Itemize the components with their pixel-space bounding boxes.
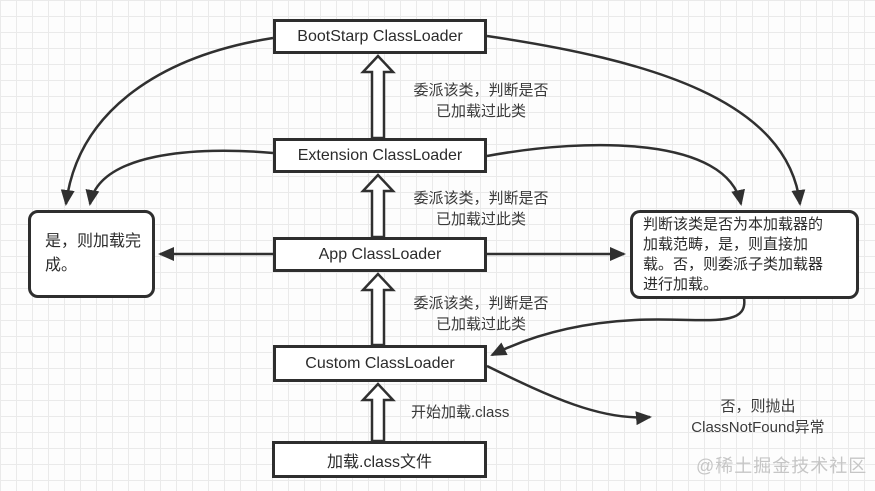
block-arrow-loadfile-to-custom bbox=[360, 382, 396, 443]
arrow-bootstrap-to-judge bbox=[486, 34, 806, 206]
node-extension-classloader: Extension ClassLoader bbox=[273, 138, 487, 173]
arrow-custom-to-notfound bbox=[486, 364, 652, 426]
label-delegate-to-bootstrap: 委派该类，判断是否 已加载过此类 bbox=[413, 82, 549, 120]
label-delegate-to-app: 委派该类，判断是否 已加载过此类 bbox=[413, 295, 549, 333]
block-arrow-extension-to-bootstrap bbox=[360, 54, 396, 140]
block-arrow-app-to-extension bbox=[360, 173, 396, 239]
arrow-judge-to-custom bbox=[490, 297, 746, 357]
arrow-bootstrap-to-done bbox=[60, 36, 274, 206]
label-delegate-to-extension: 委派该类，判断是否 已加载过此类 bbox=[413, 190, 549, 228]
node-load-complete: 是，则加载完 成。 bbox=[28, 210, 155, 298]
node-load-class-file: 加载.class文件 bbox=[272, 441, 487, 478]
arrow-extension-to-judge bbox=[486, 143, 745, 206]
node-judge-scope: 判断该类是否为本加载器的 加载范畴，是，则直接加 载。否，则委派子类加载器 进行… bbox=[630, 210, 859, 299]
node-bootstrap-classloader: BootStarp ClassLoader bbox=[273, 19, 487, 54]
node-app-classloader: App ClassLoader bbox=[273, 237, 487, 272]
node-custom-classloader: Custom ClassLoader bbox=[273, 345, 487, 382]
arrow-extension-to-done bbox=[85, 149, 274, 206]
block-arrow-custom-to-app bbox=[360, 272, 396, 347]
label-class-not-found: 否，则抛出 ClassNotFound异常 bbox=[691, 398, 825, 436]
watermark-juejin-community: @稀土掘金技术社区 bbox=[696, 456, 868, 476]
label-start-load-class: 开始加载.class bbox=[411, 404, 510, 421]
